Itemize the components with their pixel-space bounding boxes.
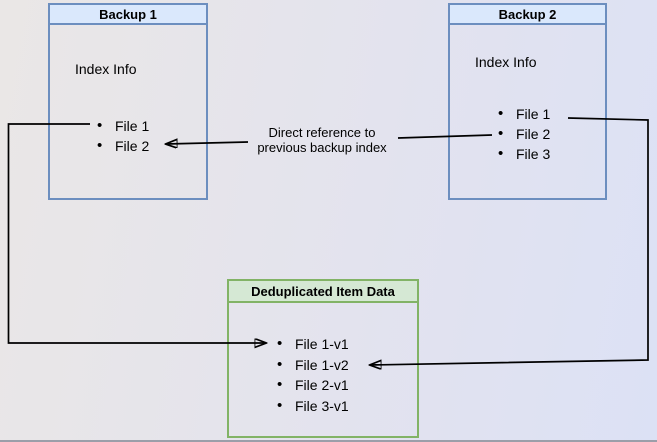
backup1-file-list: File 1 File 2 (50, 116, 149, 156)
direct-reference-annotation: Direct reference to previous backup inde… (232, 125, 412, 155)
list-item: File 2-v1 (229, 375, 349, 396)
backup2-file-list: File 1 File 2 File 3 (450, 104, 550, 164)
dedup-box: Deduplicated Item Data File 1-v1 File 1-… (227, 279, 419, 438)
window-bottom-edge (0, 440, 657, 442)
backup1-header: Backup 1 (50, 5, 206, 25)
backup1-box: Backup 1 Index Info File 1 File 2 (48, 3, 208, 200)
backup2-box: Backup 2 Index Info File 1 File 2 File 3 (448, 3, 607, 200)
list-item: File 2 (50, 136, 149, 156)
annotation-line1: Direct reference to (268, 125, 376, 140)
annotation-line2: previous backup index (257, 140, 387, 155)
dedup-title: Deduplicated Item Data (251, 283, 395, 299)
list-item: File 1 (450, 104, 550, 124)
backup2-header: Backup 2 (450, 5, 605, 25)
list-item: File 3-v1 (229, 396, 349, 417)
backup2-index-info-label: Index Info (475, 54, 537, 70)
backup1-index-info-label: Index Info (75, 61, 137, 77)
list-item: File 3 (450, 144, 550, 164)
dedup-header: Deduplicated Item Data (229, 281, 417, 303)
list-item: File 1 (50, 116, 149, 136)
dedup-file-list: File 1-v1 File 1-v2 File 2-v1 File 3-v1 (229, 334, 349, 416)
list-item: File 2 (450, 124, 550, 144)
backup1-title: Backup 1 (99, 6, 157, 22)
backup2-title: Backup 2 (498, 6, 557, 22)
list-item: File 1-v1 (229, 334, 349, 355)
list-item: File 1-v2 (229, 355, 349, 376)
